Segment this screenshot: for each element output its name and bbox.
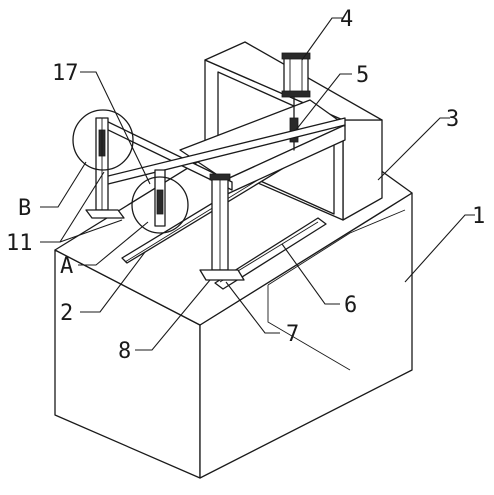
top-actuator [281, 52, 311, 98]
label-11: 11 [6, 231, 33, 256]
label-b: B [18, 196, 31, 221]
leader-5 [295, 73, 352, 131]
detail-circle-b [72, 109, 134, 171]
label-4: 4 [340, 7, 353, 32]
front-column [199, 173, 245, 281]
detail-circle-a [131, 176, 189, 234]
front-post-cap [209, 173, 231, 181]
table-inner-edge [267, 209, 406, 286]
label-6: 6 [344, 293, 357, 318]
leaders [40, 17, 475, 351]
actuator-base [281, 90, 311, 98]
actuator-cap [281, 52, 311, 60]
leader-3 [377, 117, 450, 181]
leader-4 [301, 17, 344, 61]
leader-8 [135, 279, 211, 351]
left-post-base [85, 209, 125, 219]
left-column [85, 117, 125, 219]
inner-post-spring [156, 189, 164, 215]
label-7: 7 [286, 322, 299, 347]
label-1: 1 [472, 204, 485, 229]
actuator-body [283, 54, 309, 96]
leader-1 [404, 214, 475, 283]
label-a: A [60, 254, 73, 279]
detail-circles [72, 109, 189, 234]
leader-17 [80, 71, 151, 185]
front-post-base [199, 269, 245, 281]
rail-right [214, 217, 327, 290]
leader-7 [225, 281, 280, 334]
table-inner-leg [267, 285, 351, 371]
label-2: 2 [60, 301, 73, 326]
leader-a [78, 221, 149, 266]
leader-b [40, 161, 87, 208]
leader-2 [80, 251, 146, 313]
label-8: 8 [118, 339, 131, 364]
leader-11b [59, 219, 123, 243]
leader-6 [281, 243, 340, 305]
label-3: 3 [446, 107, 459, 132]
labels: 4 5 3 1 17 B 11 A 2 6 7 8 [6, 7, 485, 364]
label-17: 17 [52, 61, 79, 86]
inner-column [154, 169, 166, 227]
label-5: 5 [356, 63, 369, 88]
